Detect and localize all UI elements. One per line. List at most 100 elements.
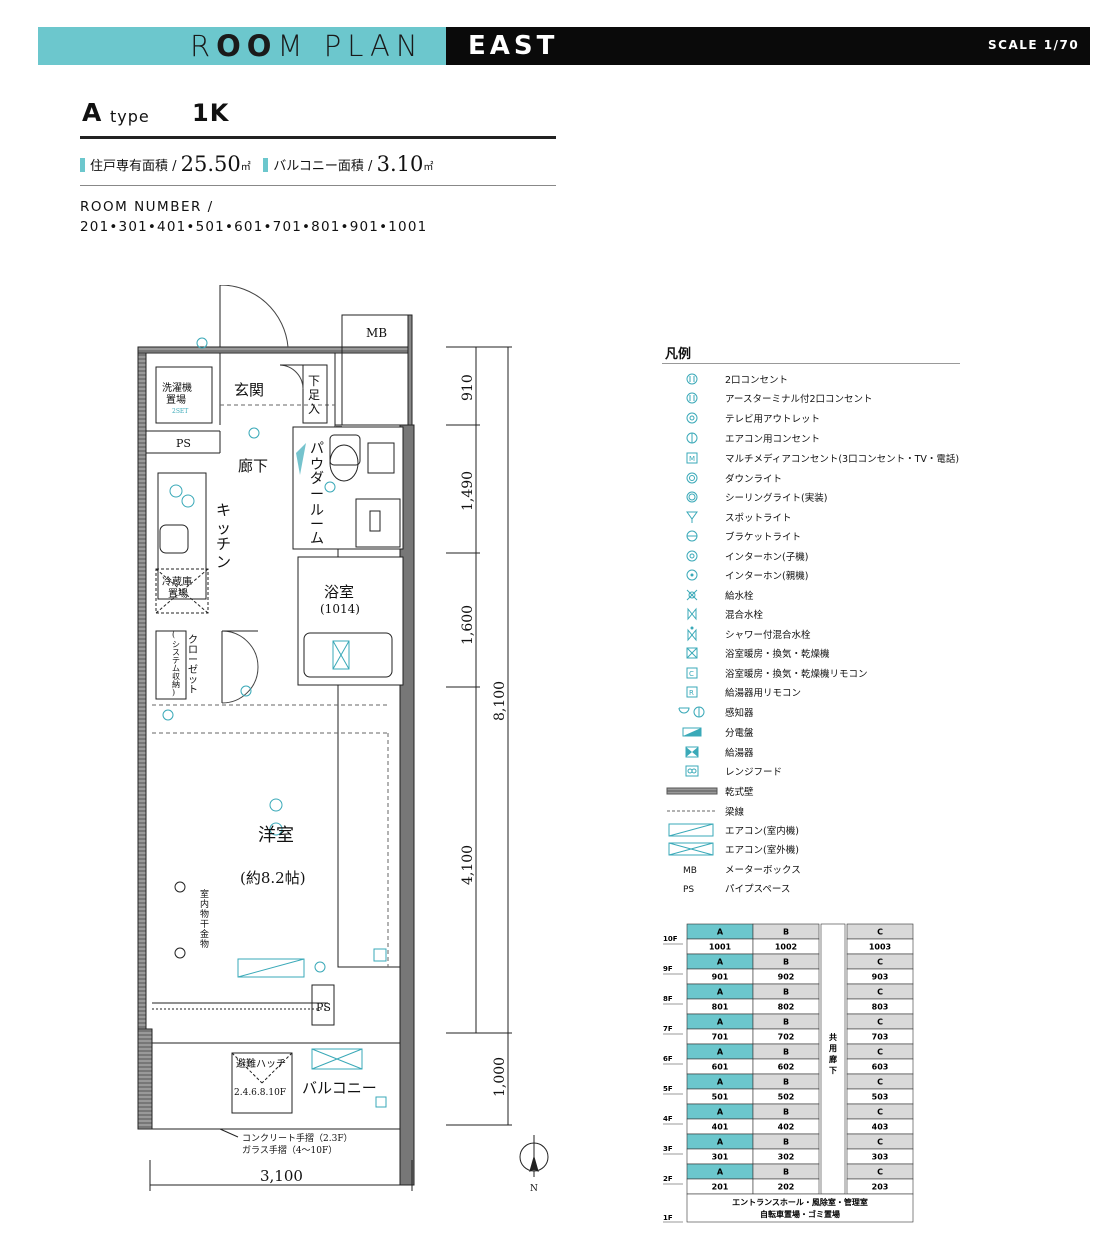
- svg-text:納: 納: [172, 679, 180, 689]
- hanger-label: 室 内 物 干 金 物: [200, 888, 209, 950]
- legend-label: マルチメディアコンセント(3口コンセント・TV・電話): [725, 454, 960, 465]
- svg-text:チ: チ: [216, 535, 231, 553]
- legend-item: MB メーターボックス: [665, 861, 985, 879]
- water-tap-icon: [665, 587, 719, 603]
- svg-text:ッ: ッ: [188, 675, 198, 686]
- type-label: C: [877, 1048, 883, 1057]
- aircon-indoor-icon: [665, 822, 719, 838]
- ground-cell: [686, 1193, 914, 1223]
- teal-marker: [263, 158, 269, 172]
- legend-item: シャワー付混合水栓: [665, 626, 985, 644]
- legend-label: 分電盤: [725, 728, 754, 739]
- svg-text:物: 物: [200, 938, 209, 950]
- legend-item: 2口コンセント: [665, 371, 985, 389]
- legend-label: メーターボックス: [725, 865, 801, 876]
- type-label: A: [717, 1018, 724, 1027]
- wing-label: EAST: [468, 31, 559, 61]
- svg-text:MB: MB: [683, 866, 697, 876]
- room-western: 洋室: [258, 825, 294, 846]
- legend-item: 梁線: [665, 803, 985, 821]
- ground-line-2: 自転車置場・ゴミ置場: [760, 1209, 840, 1219]
- legend-label: シーリングライト(実装): [725, 493, 828, 504]
- svg-text:足: 足: [308, 388, 320, 402]
- legend-label: インターホン(子機): [725, 552, 809, 563]
- spotlight-icon: [665, 509, 719, 525]
- multimedia-outlet-icon: M: [665, 450, 719, 466]
- corridor-label: 共: [829, 1032, 837, 1042]
- room-getabako: 下 足 入: [308, 374, 320, 416]
- legend-label: 混合水栓: [725, 610, 764, 621]
- north-label: N: [530, 1184, 538, 1194]
- type-label: B: [783, 928, 789, 937]
- room-number: 1001: [709, 943, 732, 952]
- western-size: (約8.2帖): [240, 869, 306, 887]
- legend-item: PS パイプスペース: [665, 880, 985, 898]
- corridor-cell: [820, 923, 846, 1195]
- dim-1000: 1,000: [492, 1057, 508, 1097]
- svg-text:ク: ク: [188, 634, 198, 646]
- legend-label: 乾式壁: [725, 787, 754, 798]
- ps-upper: PS: [176, 437, 191, 450]
- legend-item: 浴室暖房・換気・乾燥機: [665, 645, 985, 663]
- type-label: C: [877, 958, 883, 967]
- teal-marker: [80, 158, 85, 172]
- room-number: 502: [778, 1093, 795, 1102]
- area-unit: ㎡: [423, 162, 434, 173]
- room-number: 903: [872, 973, 889, 982]
- svg-text:ー: ー: [188, 655, 198, 666]
- tv-outlet-icon: [665, 410, 719, 426]
- type-label: A: [717, 928, 724, 937]
- svg-text:M: M: [689, 455, 695, 463]
- left-wall: [137, 352, 147, 1044]
- svg-text:ロ: ロ: [188, 645, 198, 656]
- dim-1490: 1,490: [460, 471, 476, 511]
- dim-1600: 1,600: [460, 605, 476, 645]
- room-number: 602: [778, 1063, 795, 1072]
- legend-item: 感知器: [665, 704, 985, 722]
- svg-text:シ: シ: [172, 640, 180, 649]
- legend-label: ブラケットライト: [725, 532, 802, 543]
- room-number: 801: [712, 1003, 729, 1012]
- room-powder: パ ウ ダ ー ル ー ム: [310, 441, 324, 547]
- type-label: A: [717, 988, 724, 997]
- svg-text:2SET: 2SET: [172, 408, 188, 415]
- room-fridge: 冷蔵庫 置場: [162, 575, 192, 600]
- svg-text:ー: ー: [310, 487, 324, 503]
- mixing-tap-icon: [665, 606, 719, 622]
- floor-label: 10F: [663, 935, 678, 943]
- floor-label: 6F: [663, 1055, 673, 1063]
- PS-icon: PS: [665, 880, 719, 896]
- type-label: A: [717, 958, 724, 967]
- svg-text:パ: パ: [310, 441, 324, 457]
- type-label: B: [783, 1138, 789, 1147]
- floor-label: 3F: [663, 1145, 673, 1153]
- title-rule: [80, 136, 556, 139]
- bracket-light-icon: [665, 528, 719, 544]
- room-number: 501: [712, 1093, 729, 1102]
- floor-label: 4F: [663, 1115, 673, 1123]
- layout-label: 1K: [192, 99, 230, 127]
- beam-line-icon: [665, 803, 719, 819]
- dim-8100: 8,100: [492, 681, 508, 721]
- svg-text:): ): [172, 688, 175, 697]
- room-number: 203: [872, 1183, 889, 1192]
- room-number: 402: [778, 1123, 795, 1132]
- type-label: A: [717, 1138, 724, 1147]
- floor-label: 1F: [663, 1214, 673, 1222]
- legend-label: 給湯器: [725, 748, 754, 759]
- type-label: C: [877, 1018, 883, 1027]
- room-number: 1003: [869, 943, 891, 952]
- legend-label: 給水栓: [725, 591, 754, 602]
- svg-text:ム: ム: [310, 531, 324, 547]
- type-label: A: [717, 1048, 724, 1057]
- svg-text:ト: ト: [188, 685, 198, 696]
- mb-label: MB: [366, 326, 387, 340]
- legend-label: パイプスペース: [725, 884, 791, 895]
- legend-item: ブラケットライト: [665, 528, 985, 546]
- room-number-label: ROOM NUMBER /: [80, 199, 214, 215]
- aircon-outlet-icon: [665, 430, 719, 446]
- room-corridor: 廊下: [238, 457, 268, 475]
- svg-text:ル: ル: [310, 503, 324, 519]
- svg-text:内: 内: [200, 898, 209, 910]
